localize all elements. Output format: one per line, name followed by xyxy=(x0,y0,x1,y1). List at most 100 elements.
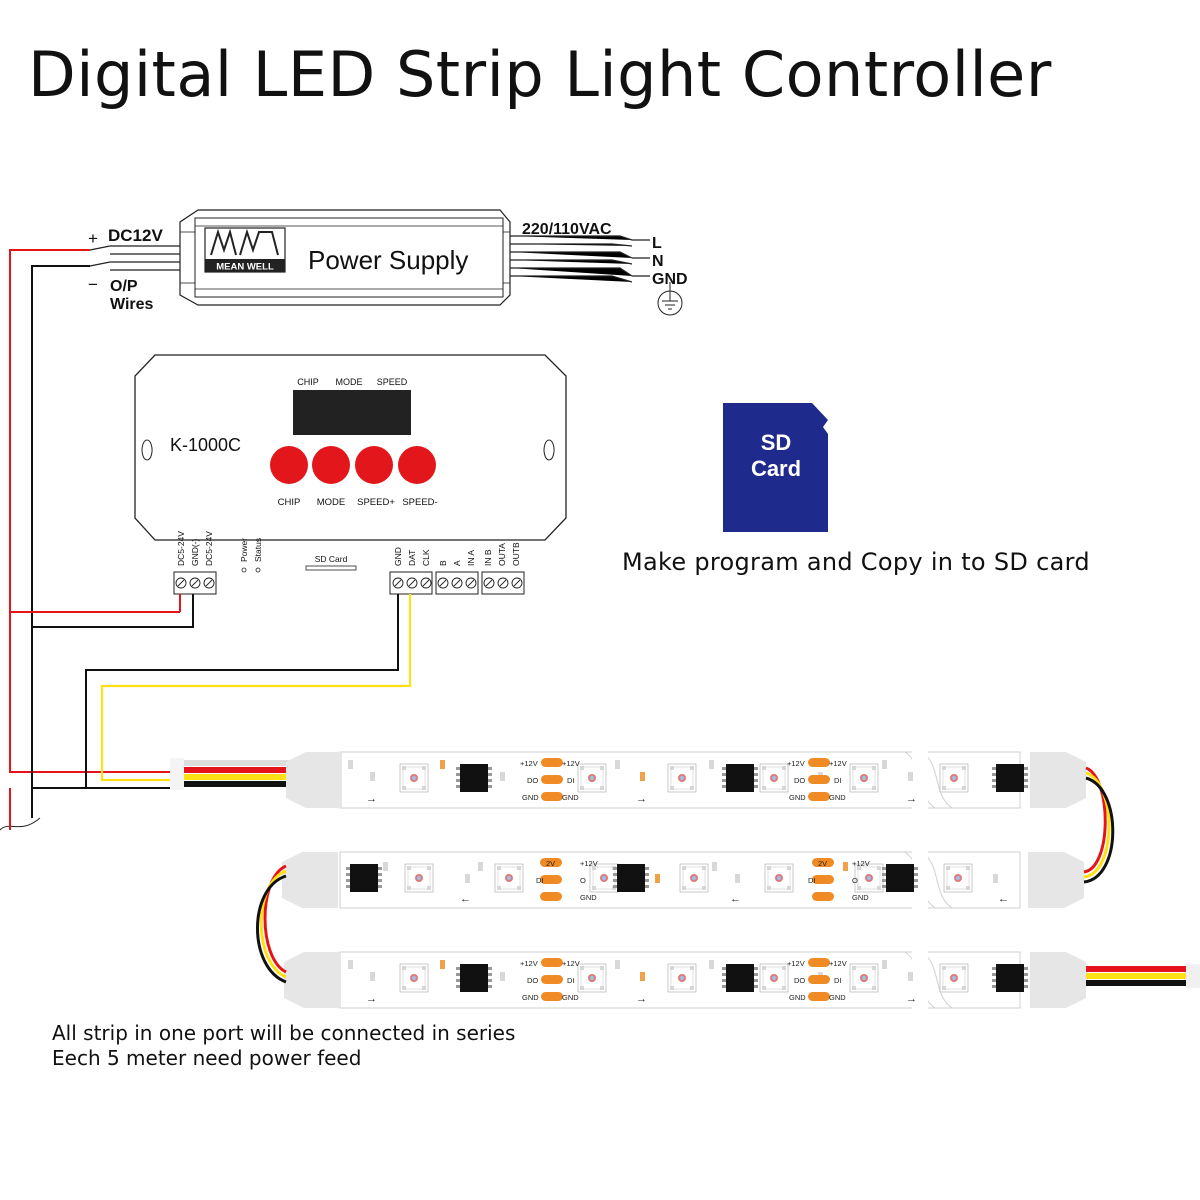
solder-pad xyxy=(541,992,563,1001)
ic-pin xyxy=(1024,773,1028,776)
ic-pin xyxy=(992,773,996,776)
ic-pin xyxy=(882,867,886,870)
pad-label: DO xyxy=(527,776,538,785)
screw-slot xyxy=(499,579,507,587)
ic-pin xyxy=(1024,973,1028,976)
ic-pin xyxy=(613,879,617,882)
ic-pin xyxy=(456,773,460,776)
ic-pin xyxy=(613,867,617,870)
led-pad xyxy=(422,766,426,770)
pad-label: +12V xyxy=(829,959,847,968)
led-pad xyxy=(872,786,876,790)
pad-label: DI xyxy=(808,876,816,885)
pad-label: O xyxy=(852,876,858,885)
led-pad xyxy=(600,786,604,790)
ic-pin xyxy=(456,785,460,788)
power-terminal-label: DC5-24V xyxy=(204,531,214,566)
strip-connector xyxy=(282,852,338,908)
led-pad xyxy=(762,986,766,990)
resistor xyxy=(655,874,660,883)
strip-connector xyxy=(1030,952,1086,1008)
led-pad xyxy=(872,986,876,990)
led-pad xyxy=(690,766,694,770)
led-pad xyxy=(670,766,674,770)
ic-chip xyxy=(726,964,754,992)
screw-slot xyxy=(422,579,430,587)
strip-connector xyxy=(286,752,342,808)
ic-pin xyxy=(488,967,492,970)
wire-tip xyxy=(170,758,184,790)
ic-pin xyxy=(754,973,758,976)
ic-pin xyxy=(722,985,726,988)
sd-card-caption: Make program and Copy in to SD card xyxy=(622,548,1090,576)
ic-pin xyxy=(378,885,382,888)
resistor xyxy=(735,874,740,883)
resistor xyxy=(370,772,375,781)
ic-pin xyxy=(722,979,726,982)
solder-pad xyxy=(540,875,562,884)
led-pad xyxy=(852,966,856,970)
ic-pin xyxy=(754,767,758,770)
ic-pin xyxy=(378,879,382,882)
led-pad xyxy=(946,866,950,870)
screw-slot xyxy=(191,579,199,587)
ic-pin xyxy=(488,767,492,770)
display-label: CHIP xyxy=(297,377,319,387)
port-terminal-label: IN B xyxy=(483,549,493,566)
controller: CHIP MODE SPEED K-1000C CHIP MODE SPEED+… xyxy=(134,354,567,595)
wire-lead xyxy=(170,760,290,766)
led-pad xyxy=(690,786,694,790)
pad-label: DI xyxy=(567,776,575,785)
ic-pin xyxy=(346,885,350,888)
led-pad xyxy=(962,966,966,970)
resistor xyxy=(709,760,714,769)
resistor xyxy=(615,760,620,769)
led-pad xyxy=(497,866,501,870)
led-pad xyxy=(942,786,946,790)
led-pad xyxy=(852,766,856,770)
led-pad xyxy=(580,786,584,790)
ic-pin xyxy=(1024,979,1028,982)
controller-model: K-1000C xyxy=(170,435,241,455)
resistor xyxy=(712,862,717,871)
led-pad xyxy=(762,966,766,970)
pad-label: +12V xyxy=(520,759,538,768)
wire-loop xyxy=(1083,766,1107,874)
power-terminal-label: DC5-24V xyxy=(176,531,186,566)
led-pad xyxy=(877,866,881,870)
screw-slot xyxy=(467,579,475,587)
wire-loop xyxy=(1083,776,1115,884)
solder-pad xyxy=(541,792,563,801)
led-pad xyxy=(592,886,596,890)
pad-label: GND xyxy=(829,993,846,1002)
ic-pin xyxy=(754,779,758,782)
resistor xyxy=(908,972,913,981)
pad-label: GND xyxy=(562,793,579,802)
pad-label: GND xyxy=(522,793,539,802)
led-pad xyxy=(580,766,584,770)
ic-pin xyxy=(754,785,758,788)
ic-pin xyxy=(1024,967,1028,970)
control-button xyxy=(312,446,350,484)
ic-pin xyxy=(346,867,350,870)
pad-label: DI xyxy=(834,976,842,985)
note-line: Eech 5 meter need power feed xyxy=(52,1046,362,1070)
solder-pad xyxy=(808,975,830,984)
wire-lead xyxy=(1086,980,1186,986)
led-pad xyxy=(946,886,950,890)
led-pad xyxy=(852,986,856,990)
wire-loop xyxy=(263,864,287,974)
ic-pin xyxy=(992,985,996,988)
pad-label: +12V xyxy=(852,859,870,868)
arrow-left: ← xyxy=(460,893,471,905)
led-pad xyxy=(762,786,766,790)
resistor xyxy=(709,960,714,969)
port-terminal-label: IN A xyxy=(466,550,476,566)
led-pad xyxy=(402,966,406,970)
control-button xyxy=(398,446,436,484)
solder-pad xyxy=(808,792,830,801)
resistor xyxy=(993,874,998,883)
